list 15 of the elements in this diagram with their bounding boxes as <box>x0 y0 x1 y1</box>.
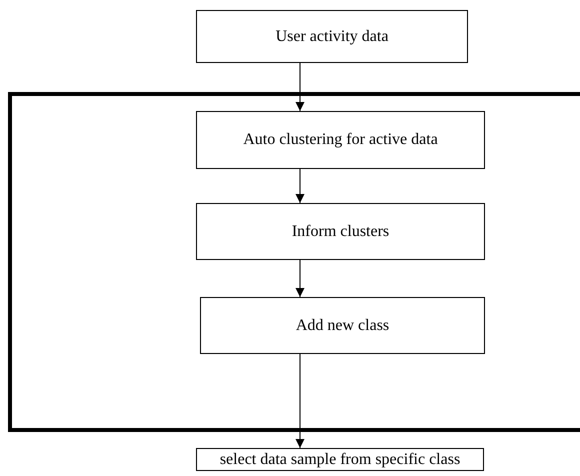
process-box <box>200 297 485 354</box>
frame-outline <box>8 92 580 432</box>
arrow <box>296 168 304 204</box>
box-label: Add new class <box>296 316 390 334</box>
box-label: select data sample from specific class <box>220 450 460 468</box>
box-label: User activity data <box>276 28 388 46</box>
arrow <box>296 354 304 448</box>
arrow <box>296 260 304 298</box>
process-box <box>196 111 485 169</box>
process-box <box>196 10 468 63</box>
process-box <box>196 203 485 260</box>
process-box <box>196 448 484 471</box>
box-label: Inform clusters <box>292 222 390 240</box>
box-label: Auto clustering for active data <box>243 131 438 149</box>
arrow <box>296 62 304 112</box>
